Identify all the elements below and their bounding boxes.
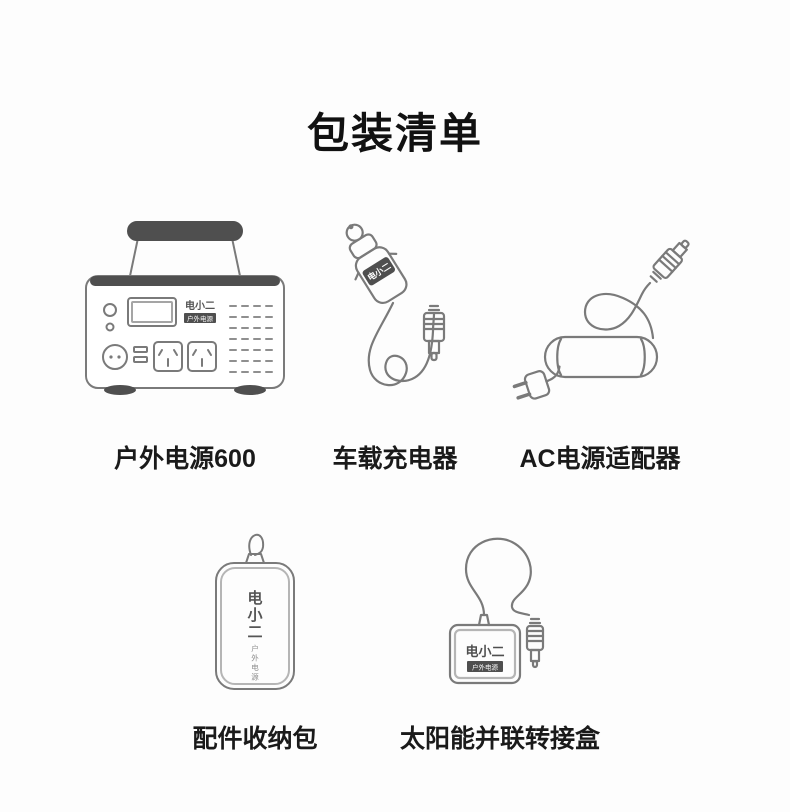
power-station-drawing: 电小二 户外电源 — [85, 221, 285, 395]
looped-cable — [464, 537, 532, 617]
foot — [104, 385, 136, 395]
dc-connector — [422, 304, 446, 362]
item-label-solar-adapter: 太阳能并联转接盒 — [400, 725, 601, 753]
brand-sub-text: 户外电源 — [187, 314, 214, 323]
hang-loop — [248, 533, 265, 556]
brand-logo-text: 电小二 — [247, 589, 262, 641]
page-title: 包装清单 — [306, 110, 483, 158]
packing-item-ac-adapter: AC电源适配器 — [505, 190, 695, 475]
item-label-car-charger: 车载充电器 — [332, 445, 458, 473]
car-charger-illustration: 电小二 — [320, 190, 470, 425]
dc-connector — [525, 617, 545, 669]
round-socket — [102, 344, 128, 370]
packing-item-car-charger: 电小二 车载充电器 — [320, 190, 470, 475]
cigarette-plug — [345, 223, 408, 304]
display-screen — [127, 297, 177, 327]
foot — [234, 385, 266, 395]
ac-outlet — [187, 341, 217, 372]
storage-bag-drawing: 电小二 户外电源 — [215, 533, 295, 690]
ac-outlet — [153, 341, 183, 372]
solar-adapter-illustration: 电小二 户外电源 — [430, 500, 570, 705]
usb-ports — [133, 346, 148, 363]
packing-item-power-station: 电小二 户外电源 户外电源600 — [70, 190, 300, 475]
carry-handle — [127, 221, 243, 277]
ac-adapter-illustration — [505, 190, 695, 425]
adapter-box — [448, 623, 522, 685]
solar-adapter-drawing: 电小二 户外电源 — [448, 537, 545, 685]
packing-item-solar-adapter: 电小二 户外电源 太阳能并联转接盒 — [400, 500, 600, 755]
item-label-storage-bag: 配件收纳包 — [192, 725, 318, 753]
dc-connector — [649, 239, 690, 283]
bag-body — [215, 562, 295, 690]
adapter-brick — [543, 335, 659, 379]
control-buttons — [103, 303, 117, 332]
car-charger-drawing: 电小二 — [345, 223, 446, 387]
brand-logo-text: 电小二 — [465, 644, 504, 659]
storage-bag-illustration: 电小二 户外电源 — [200, 500, 310, 705]
coiled-cable — [367, 301, 436, 387]
side-vents — [229, 305, 273, 373]
item-label-ac-adapter: AC电源适配器 — [519, 445, 681, 473]
packing-item-storage-bag: 电小二 户外电源 配件收纳包 — [180, 500, 330, 755]
item-label-power-station: 户外电源600 — [114, 445, 256, 473]
brand-logo-text: 电小二 — [185, 299, 215, 312]
power-station-illustration: 电小二 户外电源 — [70, 190, 300, 425]
brand-sub-text: 户外电源 — [472, 663, 499, 672]
ac-adapter-drawing — [512, 239, 690, 400]
looped-cable — [583, 281, 655, 340]
brand-sub-text: 户外电源 — [251, 643, 259, 682]
